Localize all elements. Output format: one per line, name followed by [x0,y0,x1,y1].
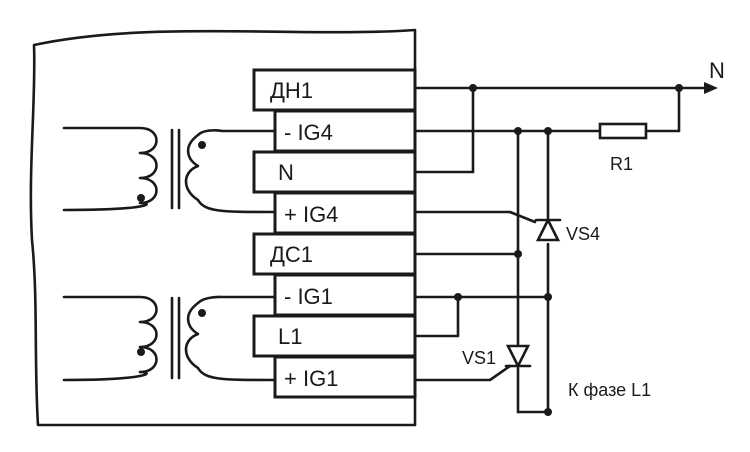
terminal-block: ДН1 - IG4 N + IG4 ДС1 - IG1 L1 + IG1 [252,68,417,399]
device-housing [29,28,417,427]
terminal-label-l1: L1 [278,324,302,349]
label-resistor-r1: R1 [610,154,633,174]
thyristor-vs1-icon [504,344,532,369]
external-wiring [413,82,718,416]
terminal-plus-ig1 [273,355,417,399]
transformer-ig4 [62,126,277,214]
terminal-label-dc1: ДС1 [270,242,313,267]
terminal-label-plus-ig1: + IG1 [284,366,338,391]
label-thyristor-vs4: VS4 [566,224,600,244]
label-thyristor-vs1: VS1 [462,348,496,368]
resistor-r1-icon [598,122,648,140]
terminal-l1 [252,314,417,358]
terminal-n [252,150,417,194]
terminal-label-dn1: ДН1 [270,78,313,103]
terminal-dc1 [252,232,417,276]
label-neutral-output: N [709,58,725,83]
terminal-label-minus-ig1: - IG1 [284,284,333,309]
terminal-label-plus-ig4: + IG4 [284,202,338,227]
label-to-phase-l1: К фазе L1 [568,380,651,400]
arrow-n-output-icon [704,82,718,94]
transformer-ig1 [62,295,277,382]
terminal-minus-ig1 [273,273,417,317]
thyristor-vs4-icon [534,217,562,242]
terminal-label-n: N [278,160,294,185]
terminal-dn1 [252,68,417,112]
terminal-label-minus-ig4: - IG4 [284,120,333,145]
